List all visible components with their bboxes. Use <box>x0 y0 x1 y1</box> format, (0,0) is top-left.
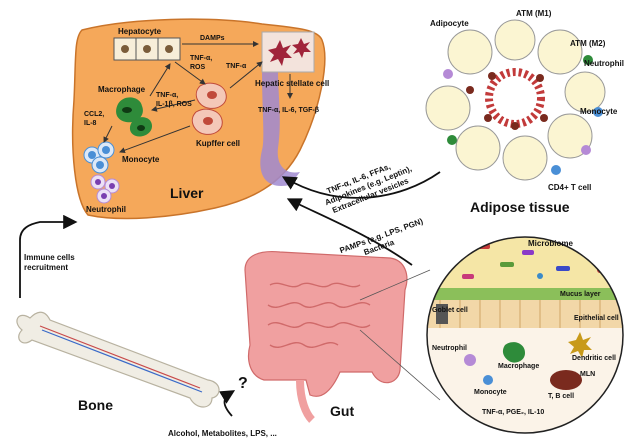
tnf-ros-label-1: TNF-α, <box>190 55 212 62</box>
recruitment-label-2: recruitment <box>24 263 68 272</box>
liver-macrophages <box>116 97 152 137</box>
dendritic-cell-shape <box>568 332 592 358</box>
liver-text: Hepatocyte DAMPs TNF-α, ROS TNF-α Hepati… <box>84 27 329 214</box>
adipose-macrophages <box>466 72 548 130</box>
adipose-monocyte-label: Monocyte <box>580 107 618 116</box>
hepatocyte-label: Hepatocyte <box>118 27 162 36</box>
inputs-arrow <box>219 390 236 417</box>
bone <box>16 311 220 408</box>
recruitment-label-1: Immune cells <box>24 253 75 262</box>
hsc-label: Hepatic stellate cell <box>255 79 329 88</box>
gut-title: Gut <box>330 403 354 419</box>
neutrophil-label: Neutrophil <box>86 205 126 214</box>
question-mark: ? <box>238 375 248 392</box>
adipose-neutrophil-label: Neutrophil <box>584 59 624 68</box>
bone-title: Bone <box>78 397 113 413</box>
mln-shape <box>550 370 582 390</box>
adipose-to-liver-arrow <box>281 171 441 199</box>
goblet-label: Goblet cell <box>432 307 468 314</box>
liver-neutrophils <box>90 174 120 204</box>
mac-output-label-2: IL-1β, ROS <box>156 101 192 108</box>
tnf-ros-label-2: ROS <box>190 64 206 71</box>
gut-output-label: TNF-α, PGE₂, IL-10 <box>482 409 544 416</box>
inputs-label: Alcohol, Metabolites, LPS, ... <box>168 429 277 438</box>
atm-m1-label: ATM (M1) <box>516 9 552 18</box>
liver-monocytes <box>83 141 115 174</box>
hepatocyte-cells <box>113 37 181 61</box>
adipocytes <box>425 19 606 181</box>
mln-label: MLN <box>580 371 595 378</box>
monocyte-label: Monocyte <box>122 155 160 164</box>
ccl2-label-1: CCL2, <box>84 111 104 118</box>
adipose-to-liver-text: TNF-α, IL-6, FFAs, Adipokines (e.g. Lept… <box>324 162 413 215</box>
kupffer-label: Kupffer cell <box>196 139 240 148</box>
liver-arrows <box>103 41 293 154</box>
gut-neutrophil-dot <box>464 354 476 366</box>
mac-output-label-1: TNF-α, <box>156 92 178 99</box>
liver-title: Liver <box>170 185 204 201</box>
epithelial-label: Epithelial cell <box>574 315 619 322</box>
gut-text: Microbiome Mucus layer Goblet cell Epith… <box>432 239 619 416</box>
tnf-alpha-label: TNF-α <box>226 63 247 70</box>
microbiome-label: Microbiome <box>528 239 573 248</box>
adipose-immune-dots <box>443 55 603 175</box>
atm-m2-label: ATM (M2) <box>570 39 606 48</box>
stellate-cells <box>268 38 311 66</box>
dendritic-label: Dendritic cell <box>572 355 616 362</box>
vessel-ring <box>485 68 545 128</box>
ccl2-label-2: IL-8 <box>84 120 97 127</box>
gut-macrophage-label: Macrophage <box>498 363 539 370</box>
mucus-label: Mucus layer <box>560 291 601 298</box>
zoom-line-bottom <box>359 329 441 401</box>
liver-organ <box>71 18 326 220</box>
damps-label: DAMPs <box>200 35 225 42</box>
adipose-tissue <box>425 19 606 181</box>
gut-zoom <box>427 237 623 433</box>
gut-to-liver-arrow <box>286 198 413 266</box>
adipocyte-label: Adipocyte <box>430 19 469 28</box>
kupffer-cells <box>191 82 227 135</box>
goblet-cell-shape <box>436 304 448 324</box>
gut-neutrophil-label: Neutrophil <box>432 345 467 352</box>
hsc-output-label: TNF-α, IL-6, TGF-β <box>258 107 320 114</box>
macrophage-label: Macrophage <box>98 85 146 94</box>
gut-macrophage-shape <box>502 342 525 363</box>
gut-monocyte-dot <box>483 375 493 385</box>
adipose-text: Adipocyte ATM (M1) ATM (M2) Neutrophil M… <box>430 9 624 192</box>
gut-zoom-border <box>426 236 624 434</box>
gut-organ <box>244 250 408 423</box>
adipose-title: Adipose tissue <box>470 199 570 215</box>
bone-to-liver-arrow <box>19 214 78 298</box>
gut-monocyte-label: Monocyte <box>474 389 507 396</box>
zoom-line-top <box>359 269 431 301</box>
liver-vessel <box>260 70 300 186</box>
cd4-label: CD4+ T cell <box>548 183 591 192</box>
tb-cell-label: T, B cell <box>548 393 574 400</box>
